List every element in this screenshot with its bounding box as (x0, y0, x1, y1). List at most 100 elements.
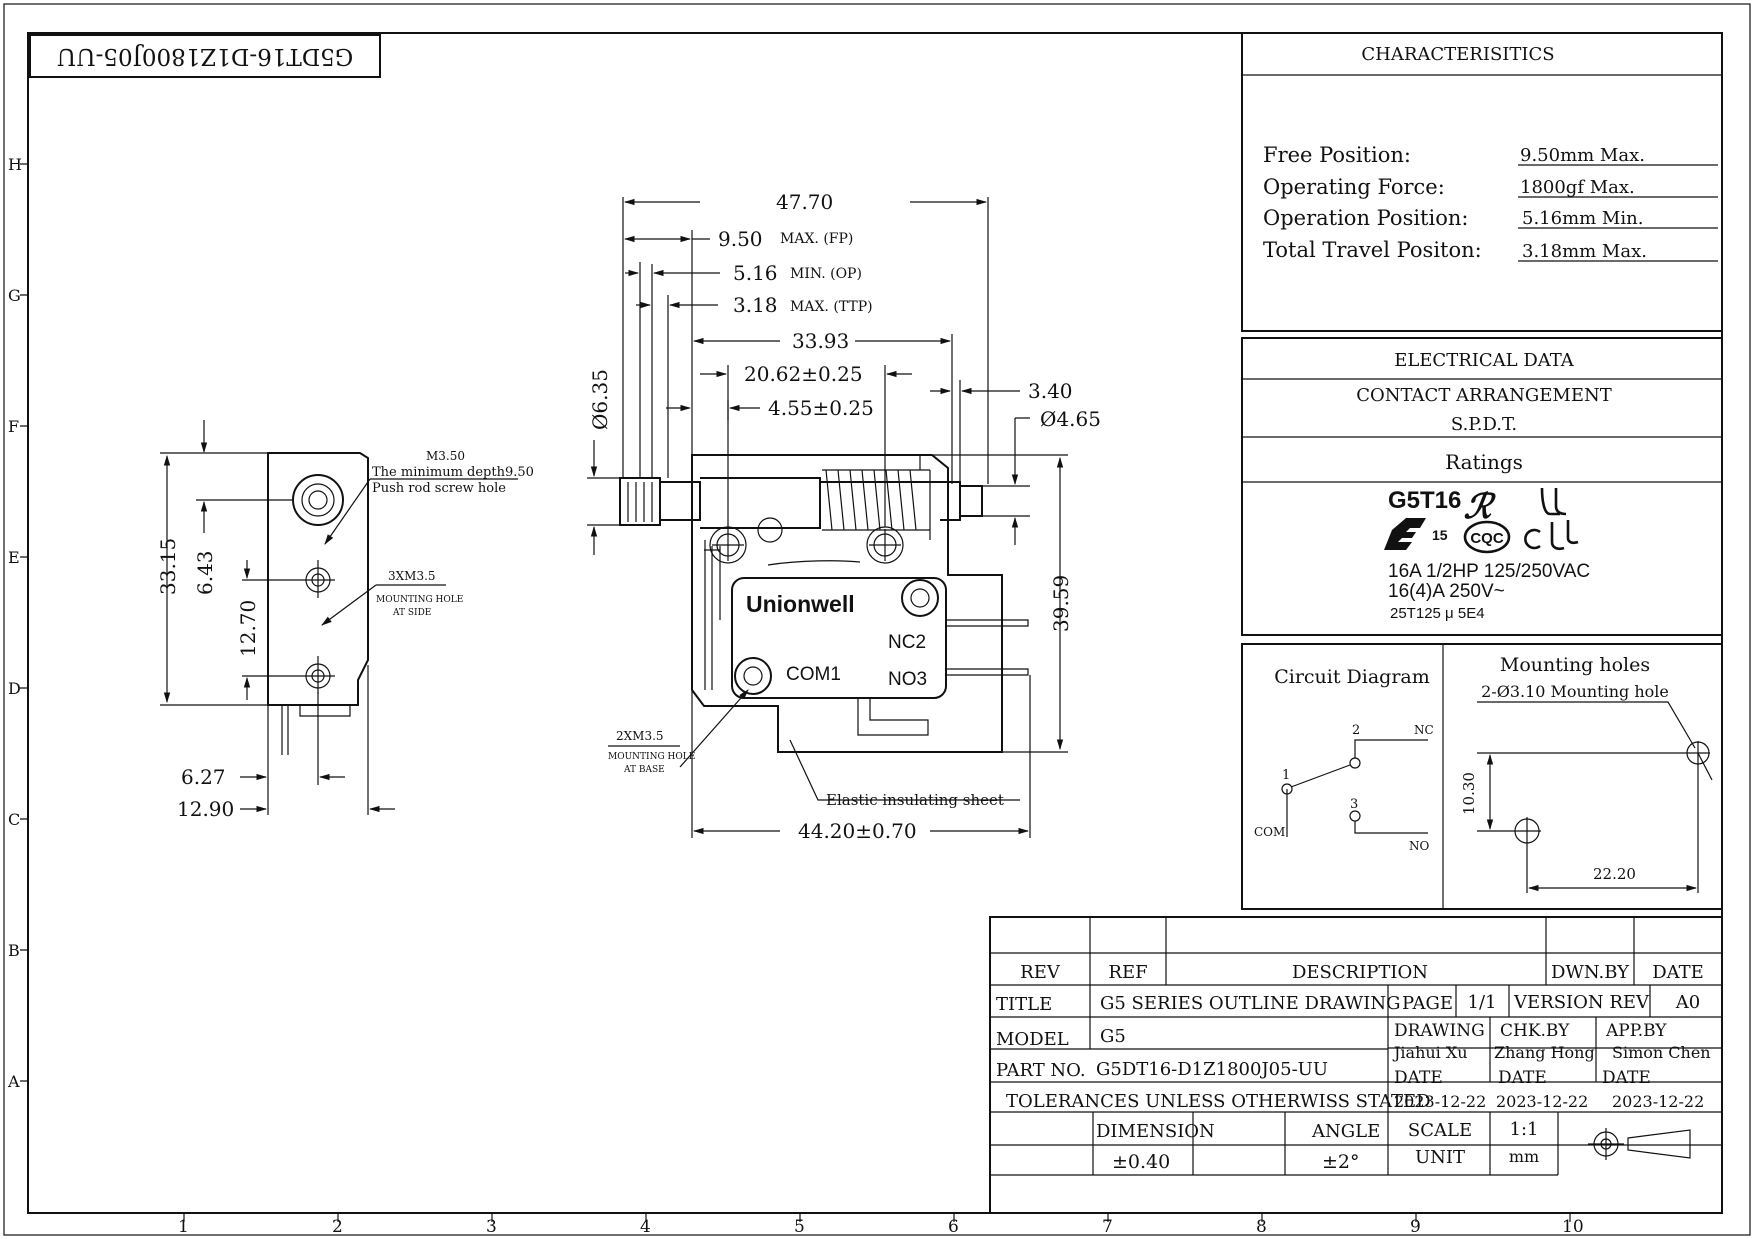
mirrored-drawing-id: G5DT16-D1Z1800J05-UU (57, 43, 353, 69)
dim-3-40: 3.40 (1028, 379, 1073, 403)
tb-angle-label: ANGLE (1311, 1121, 1380, 1142)
elastic-sheet-label: Elastic insulating sheet (826, 791, 1004, 809)
m350-label: M3.50 (426, 449, 465, 463)
sheet-border (3, 3, 1751, 1236)
ul-mark-icon: ℛ (1462, 487, 1567, 526)
circuit-title: Circuit Diagram (1274, 666, 1430, 688)
tb-app-value: Simon Chen (1612, 1043, 1711, 1062)
svg-text:ℛ: ℛ (1462, 488, 1497, 526)
col-marker: 2 (332, 1217, 343, 1237)
dim-39-59: 39.59 (1049, 575, 1073, 632)
nc-label: NC (1414, 723, 1434, 737)
tb-version-value: A0 (1675, 992, 1700, 1013)
mounting-holes-subtitle: 2-Ø3.10 Mounting hole (1481, 682, 1669, 701)
tb-scale-label: SCALE (1408, 1120, 1472, 1141)
tb-part-label: PART NO. (996, 1060, 1086, 1081)
col-marker: 3 (486, 1217, 497, 1237)
rating-line-1: 16A 1/2HP 125/250VAC (1388, 561, 1590, 582)
tb-version-label: VERSION REV (1513, 992, 1650, 1013)
cur-mark-icon (1524, 520, 1579, 551)
tb-model-label: MODEL (996, 1029, 1069, 1050)
mounting-holes-title: Mounting holes (1500, 654, 1650, 676)
dim-dia-4-65: Ø4.65 (1040, 407, 1101, 431)
cqc-label: CQC (1470, 530, 1504, 547)
no-label: NO (1409, 839, 1430, 853)
contact-arrangement-value: S.P.D.T. (1451, 414, 1517, 435)
base-holes-label: 2XM3.5 (616, 729, 664, 743)
enec-number: 15 (1432, 527, 1448, 543)
char-label: Free Position: (1263, 143, 1411, 167)
tb-angle-value: ±2° (1322, 1151, 1360, 1173)
col-marker: 6 (948, 1217, 959, 1237)
circuit-diagram-panel: Circuit Diagram 1 2 3 COM NC NO Mounting… (1241, 643, 1723, 910)
tb-page-label: PAGE (1402, 993, 1453, 1014)
drawing-id-box: G5DT16-D1Z1800J05-UU (29, 34, 381, 78)
col-markers: 1 2 3 4 5 6 7 8 9 10 (178, 1213, 1584, 1237)
dim-3-18: 3.18 (733, 293, 778, 317)
fp-label: MAX. (FP) (780, 231, 853, 247)
brand-label: Unionwell (746, 591, 855, 617)
row-marker: F (8, 417, 19, 436)
no3-label: NO3 (888, 669, 927, 690)
tb-drawing-label: DRAWING (1394, 1021, 1485, 1041)
char-value: 5.16mm Min. (1522, 208, 1643, 229)
tb-date-label: DATE (1394, 1068, 1443, 1088)
contact-arrangement-title: CONTACT ARRANGEMENT (1356, 385, 1612, 406)
dim-12-70: 12.70 (236, 600, 260, 657)
ratings-model: G5T16 (1388, 487, 1461, 514)
tb-title-value: G5 SERIES OUTLINE DRAWING (1100, 993, 1400, 1014)
tb-date-value: 2023-12-22 (1612, 1092, 1704, 1111)
tb-chk-value: Zhang Hong (1494, 1043, 1595, 1062)
enec-mark-icon: 15 (1384, 518, 1448, 550)
electrical-panel: ELECTRICAL DATA CONTACT ARRANGEMENT S.P.… (1241, 337, 1723, 636)
tb-chk-label: CHK.BY (1500, 1021, 1570, 1041)
col-marker: 7 (1102, 1217, 1113, 1237)
rating-line-2: 16(4)A 250V~ (1388, 581, 1505, 602)
tb-ref: REF (1108, 962, 1147, 983)
tb-app-label: APP.BY (1605, 1021, 1667, 1041)
side-view: 33.15 6.43 12.70 6.27 12.90 M3.50 The mi… (156, 420, 534, 821)
com-label: COM (1254, 825, 1285, 839)
tb-dimension-label: DIMENSION (1096, 1121, 1215, 1142)
tb-model-value: G5 (1100, 1026, 1126, 1047)
tb-title-label: TITLE (996, 994, 1052, 1015)
tb-page-value: 1/1 (1468, 992, 1497, 1013)
row-marker: E (8, 548, 20, 567)
col-marker: 10 (1562, 1217, 1584, 1237)
row-marker: D (8, 679, 21, 698)
projection-symbol-icon (1588, 1128, 1691, 1160)
dim-5-16: 5.16 (733, 261, 778, 285)
row-marker: H (8, 155, 22, 174)
char-label: Total Travel Positon: (1263, 238, 1482, 262)
tb-scale-value: 1:1 (1510, 1119, 1539, 1140)
base-mounting-hole-2: AT BASE (623, 765, 665, 775)
mounting-dim-vertical: 10.30 (1460, 772, 1478, 815)
col-marker: 9 (1410, 1217, 1421, 1237)
col-marker: 4 (640, 1217, 651, 1237)
terminal-1-label: 1 (1282, 768, 1290, 783)
tb-unit-value: mm (1509, 1147, 1539, 1166)
side-mounting-hole-1: MOUNTING HOLE (376, 595, 463, 605)
rating-line-3: 25T125 μ 5E4 (1390, 605, 1485, 622)
characteristics-panel: CHARACTERISITICS Free Position: Operatin… (1241, 32, 1723, 332)
tb-part-value: G5DT16-D1Z1800J05-UU (1096, 1059, 1328, 1080)
row-marker: B (8, 941, 20, 960)
dim-33-15: 33.15 (156, 538, 180, 595)
char-label: Operating Force: (1263, 175, 1445, 199)
dim-20-62: 20.62±0.25 (744, 362, 863, 386)
push-rod-label: Push rod screw hole (372, 481, 506, 496)
col-marker: 1 (178, 1217, 189, 1237)
char-value: 3.18mm Max. (1522, 241, 1647, 262)
tb-unit-label: UNIT (1415, 1147, 1465, 1168)
ratings-title: Ratings (1445, 450, 1523, 474)
terminal-3-label: 3 (1350, 797, 1358, 812)
characteristics-title: CHARACTERISITICS (1361, 44, 1554, 65)
dim-6-43: 6.43 (193, 550, 217, 595)
title-block: REV REF DESCRIPTION DWN.BY DATE TITLE G5… (989, 916, 1723, 1214)
op-label: MIN. (OP) (790, 266, 862, 282)
row-markers: H G F E D C B A (7, 155, 28, 1091)
col-marker: 8 (1256, 1217, 1267, 1237)
dim-9-50: 9.50 (718, 227, 763, 251)
dim-44-20: 44.20±0.70 (798, 819, 917, 843)
